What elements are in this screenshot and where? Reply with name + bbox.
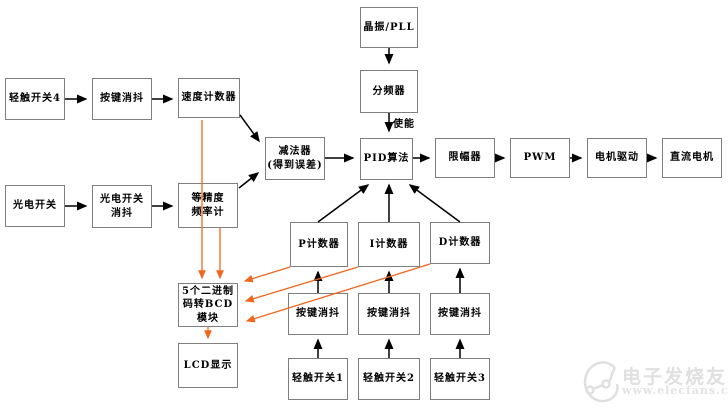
node-touch-switch-4: 轻触开关4 xyxy=(5,78,65,120)
node-lcd-display: LCD显示 xyxy=(178,343,238,388)
node-speed-counter: 速度计数器 xyxy=(178,78,240,118)
node-subtractor-error: 减法器 (得到误差) xyxy=(265,137,325,180)
node-photo-switch: 光电开关 xyxy=(5,185,65,227)
node-key-debounce-top: 按键消抖 xyxy=(92,78,152,120)
node-i-counter: I计数器 xyxy=(358,222,420,267)
node-touch-switch-1: 轻触开关1 xyxy=(288,358,348,400)
node-binary-to-bcd-module: 5个二进制 码转BCD 模块 xyxy=(178,283,238,327)
node-crystal-pll: 晶振/PLL xyxy=(360,7,418,48)
node-motor-drive: 电机驱动 xyxy=(587,138,647,178)
enable-signal-label: 使能 xyxy=(393,119,415,130)
node-photo-switch-debounce: 光电开关 消抖 xyxy=(92,185,152,228)
watermark: 电子发烧友 www.elecfans.com xyxy=(580,348,728,414)
node-key-debounce-2: 按键消抖 xyxy=(358,293,420,335)
node-touch-switch-2: 轻触开关2 xyxy=(358,358,420,400)
node-p-counter: P计数器 xyxy=(290,222,348,267)
elecfans-logo-icon xyxy=(583,361,619,403)
node-pwm: PWM xyxy=(510,138,570,178)
node-frequency-divider: 分频器 xyxy=(360,70,418,113)
node-equal-precision-freq-meter: 等精度 频率计 xyxy=(178,183,238,228)
node-dc-motor: 直流电机 xyxy=(662,138,722,178)
node-touch-switch-3: 轻触开关3 xyxy=(430,358,490,400)
node-key-debounce-3: 按键消抖 xyxy=(430,293,490,335)
watermark-url-text: www.elecfans.com xyxy=(622,384,728,397)
node-d-counter: D计数器 xyxy=(430,222,490,264)
node-key-debounce-1: 按键消抖 xyxy=(288,293,348,335)
node-limiter: 限幅器 xyxy=(435,138,495,178)
node-pid-algorithm: PID算法 xyxy=(360,138,413,180)
watermark-brand-text: 电子发烧友 xyxy=(622,366,728,388)
